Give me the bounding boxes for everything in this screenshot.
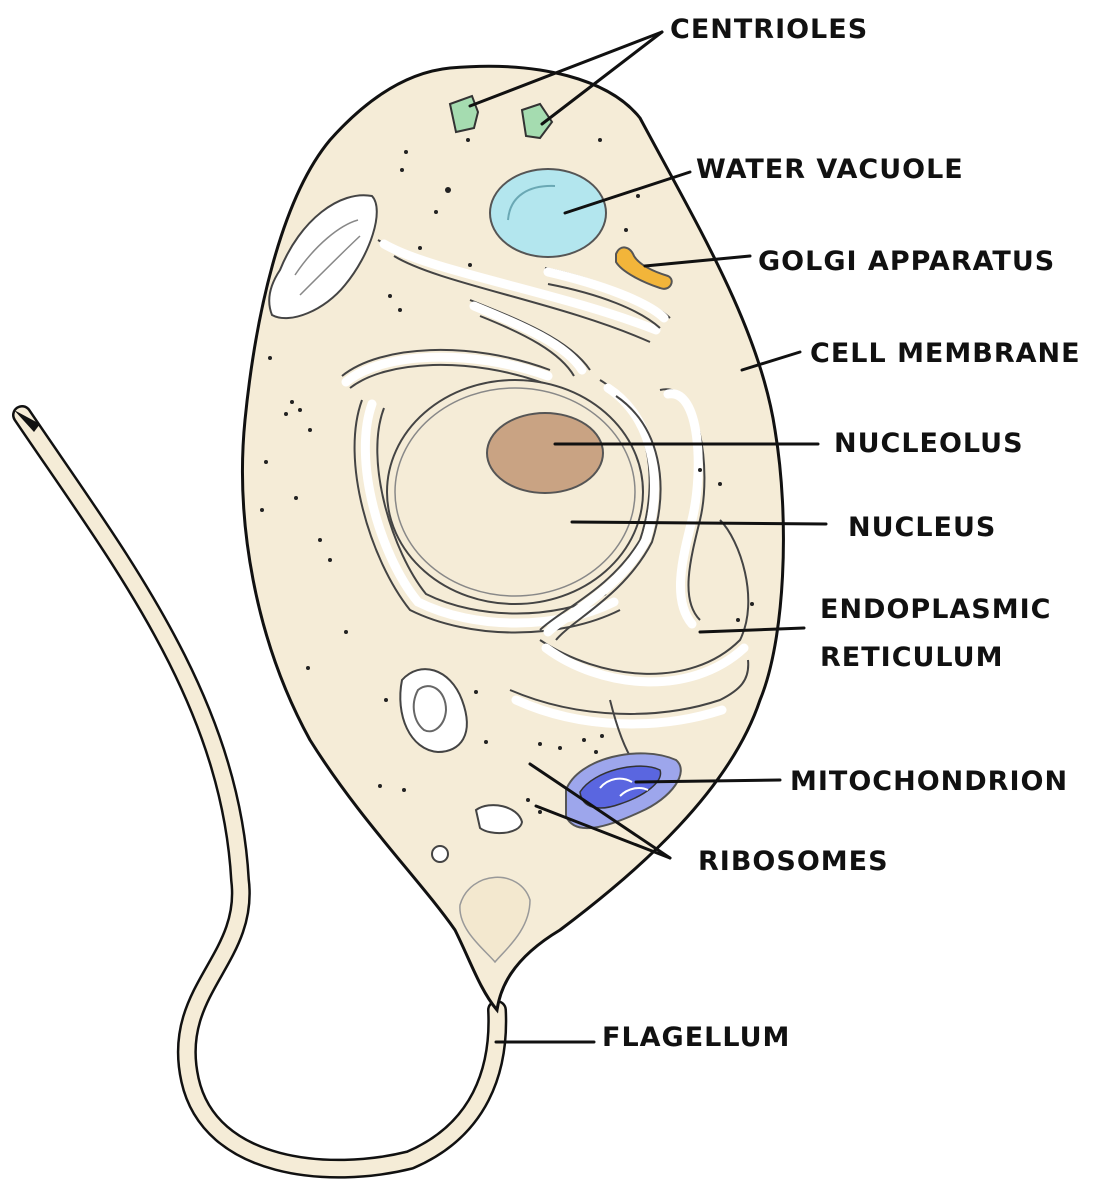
label-water-vacuole: WATER VACUOLE xyxy=(696,154,964,185)
label-centrioles: CENTRIOLES xyxy=(670,14,868,45)
pointer-mitochondrion xyxy=(636,780,780,782)
label-cell-membrane: CELL MEMBRANE xyxy=(810,338,1081,369)
label-endoplasmic-2: RETICULUM xyxy=(820,642,1003,673)
label-ribosomes: RIBOSOMES xyxy=(698,846,889,877)
nucleus xyxy=(387,380,643,604)
nucleolus xyxy=(487,413,603,493)
water-vacuole xyxy=(490,169,606,257)
label-nucleus: NUCLEUS xyxy=(848,512,996,543)
label-endoplasmic-1: ENDOPLASMIC xyxy=(820,594,1051,625)
label-golgi-apparatus: GOLGI APPARATUS xyxy=(758,246,1055,277)
label-nucleolus: NUCLEOLUS xyxy=(834,428,1024,459)
pointer-nucleus xyxy=(572,522,826,524)
small-vesicle xyxy=(432,846,448,862)
label-mitochondrion: MITOCHONDRION xyxy=(790,766,1068,797)
label-flagellum: FLAGELLUM xyxy=(602,1022,790,1053)
